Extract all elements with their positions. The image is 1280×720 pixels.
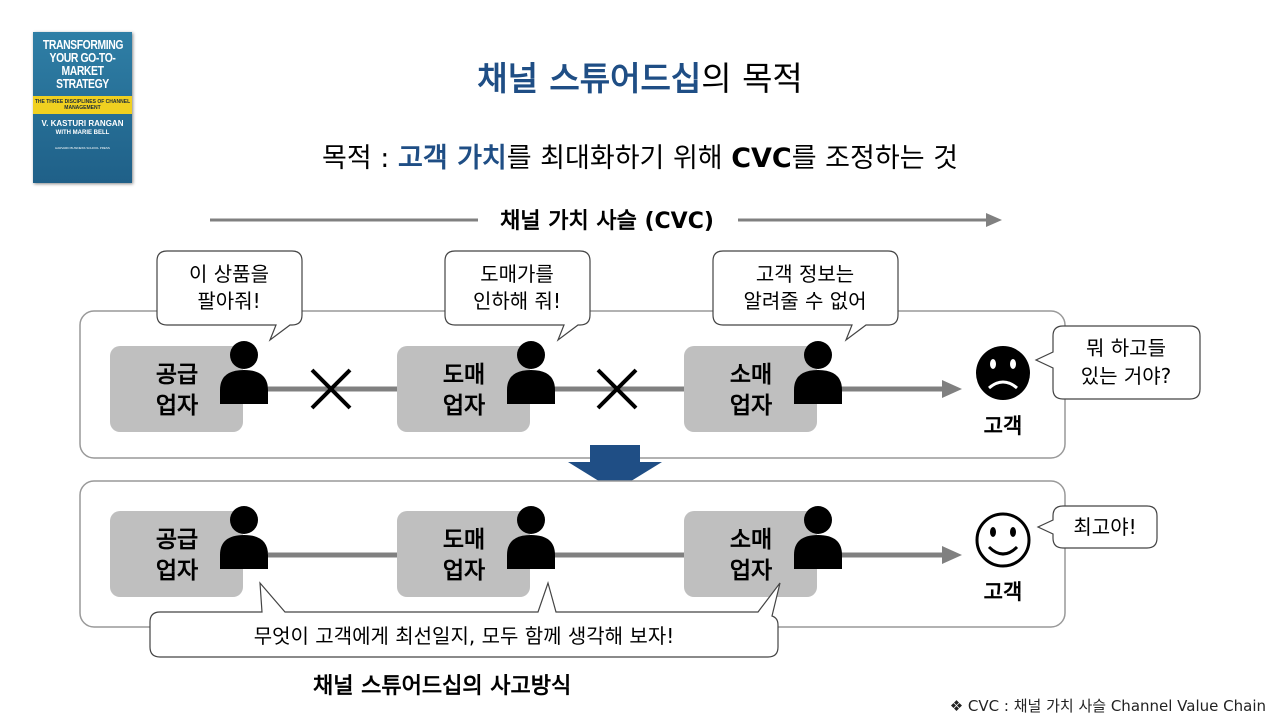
svg-text:업자: 업자 [443,393,485,419]
speech-bubble: 이 상품을 팔아줘! [156,250,303,342]
title-rest: 의 목적 [701,59,803,98]
svg-text:고객 정보는: 고객 정보는 [756,262,854,286]
svg-text:최고야!: 최고야! [1073,515,1136,539]
subtitle-highlight: 고객 가치 [397,143,507,174]
book-author: V. KASTURI RANGAN [41,119,124,128]
svg-text:뭐 하고들: 뭐 하고들 [1086,336,1166,360]
svg-text:업자: 업자 [730,558,772,584]
customer-label: 고객 [984,580,1023,604]
svg-text:소매: 소매 [730,362,772,388]
subtitle-part: 를 조정하는 것 [791,143,958,174]
svg-text:공급: 공급 [156,362,198,388]
book-title: TRANSFORMING YOUR GO-TO-MARKET STRATEGY [42,37,124,91]
svg-text:업자: 업자 [156,393,198,419]
speech-bubble: 도매가를 인하해 줘! [444,250,591,342]
actor-wholesaler: 도매 업자 [397,506,555,597]
svg-text:도매가를: 도매가를 [480,262,554,286]
svg-text:이 상품을: 이 상품을 [189,262,269,286]
footnote: ❖ CVC : 채널 가치 사슬 Channel Value Chain [949,697,1266,715]
speech-bubble: 고객 정보는 알려줄 수 없어 [712,250,899,342]
broken-link-x-icon [596,368,638,410]
svg-text:있는 거야?: 있는 거야? [1081,364,1172,388]
svg-text:업자: 업자 [156,558,198,584]
cvc-arrow [210,213,1002,227]
sad-face-icon [976,346,1030,400]
cvc-label: 채널 가치 사슬 (CVC) [500,209,714,234]
svg-text:업자: 업자 [730,393,772,419]
shared-speech-bubble: 무엇이 고객에게 최선일지, 모두 함께 생각해 보자! [149,580,781,658]
svg-text:팔아줘!: 팔아줘! [197,289,260,313]
svg-text:인하해 줘!: 인하해 줘! [473,289,561,313]
subtitle-part: 를 최대화하기 위해 [506,143,732,174]
svg-text:무엇이 고객에게 최선일지, 모두 함께 생각해 보자!: 무엇이 고객에게 최선일지, 모두 함께 생각해 보자! [254,624,675,648]
actor-supplier: 공급 업자 [110,341,268,432]
subtitle-part: 목적 : [322,143,398,174]
svg-text:알려줄 수 없어: 알려줄 수 없어 [743,289,866,313]
title-highlight: 채널 스튜어드십 [477,59,702,98]
svg-text:소매: 소매 [730,527,772,553]
book-coauthor: WITH MARIE BELL [55,130,110,136]
actor-supplier: 공급 업자 [110,506,268,597]
diagram-caption: 채널 스튜어드십의 사고방식 [313,674,572,699]
arrow-icon [942,380,962,398]
customer-label: 고객 [984,414,1023,438]
customer-speech-bubble: 최고야! [1036,505,1158,549]
book-publisher: HARVARD BUSINESS SCHOOL PRESS [55,146,110,150]
svg-text:도매: 도매 [443,362,485,388]
slide-title: 채널 스튜어드십의 목적 [0,52,1280,100]
down-arrow-icon [568,445,662,491]
book-subtitle: THE THREE DISCIPLINES OF CHANNEL MANAGEM… [33,96,132,114]
svg-text:도매: 도매 [443,527,485,553]
actor-wholesaler: 도매 업자 [397,341,555,432]
broken-link-x-icon [310,368,352,410]
actor-retailer: 소매 업자 [684,341,842,432]
slide-subtitle: 목적 : 고객 가치를 최대화하기 위해 CVC를 조정하는 것 [0,136,1280,175]
happy-face-icon [975,512,1031,568]
subtitle-cvc: CVC [731,143,792,174]
arrow-icon [942,546,962,564]
svg-text:업자: 업자 [443,558,485,584]
svg-text:공급: 공급 [156,527,198,553]
actor-retailer: 소매 업자 [684,506,842,597]
customer-speech-bubble: 뭐 하고들 있는 거야? [1034,325,1201,400]
book-cover-image: TRANSFORMING YOUR GO-TO-MARKET STRATEGY … [33,32,132,183]
